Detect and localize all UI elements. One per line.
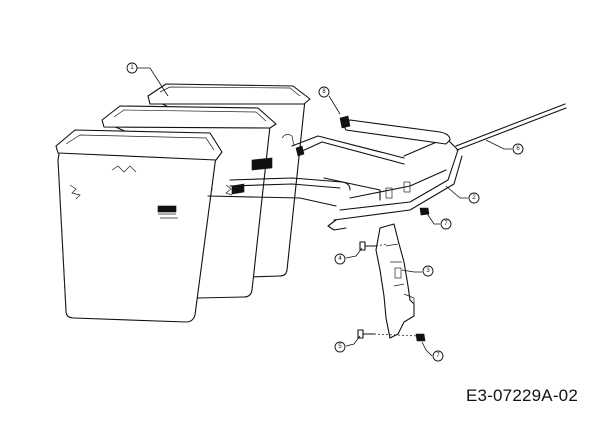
svg-text:3: 3 [426,268,430,274]
grass-bag-front [55,129,223,323]
svg-text:7: 7 [436,353,440,359]
svg-text:4: 4 [338,256,342,262]
svg-text:1: 1 [130,65,134,71]
svg-text:2: 2 [472,195,476,201]
callout-8: 8 [318,86,330,98]
callout-3: 3 [422,265,434,277]
svg-text:6: 6 [516,146,520,152]
svg-text:5: 5 [338,344,342,350]
callout-4: 4 [334,253,346,265]
callout-6: 6 [512,143,524,155]
rod [455,103,567,151]
nut-7b [415,333,426,342]
callout-7b: 7 [432,350,444,362]
callout-7a: 7 [440,218,452,230]
svg-text:7: 7 [444,221,448,227]
svg-text:8: 8 [322,89,326,95]
handle-bar [339,115,451,145]
document-code: E3-07229A-02 [465,386,578,405]
mounting-bracket [375,223,415,339]
leader-lines [137,67,512,357]
screw-4 [359,241,389,251]
callout-2: 2 [468,192,480,204]
callout-1: 1 [126,62,138,74]
callout-5: 5 [334,341,346,353]
screw-5 [357,329,419,339]
